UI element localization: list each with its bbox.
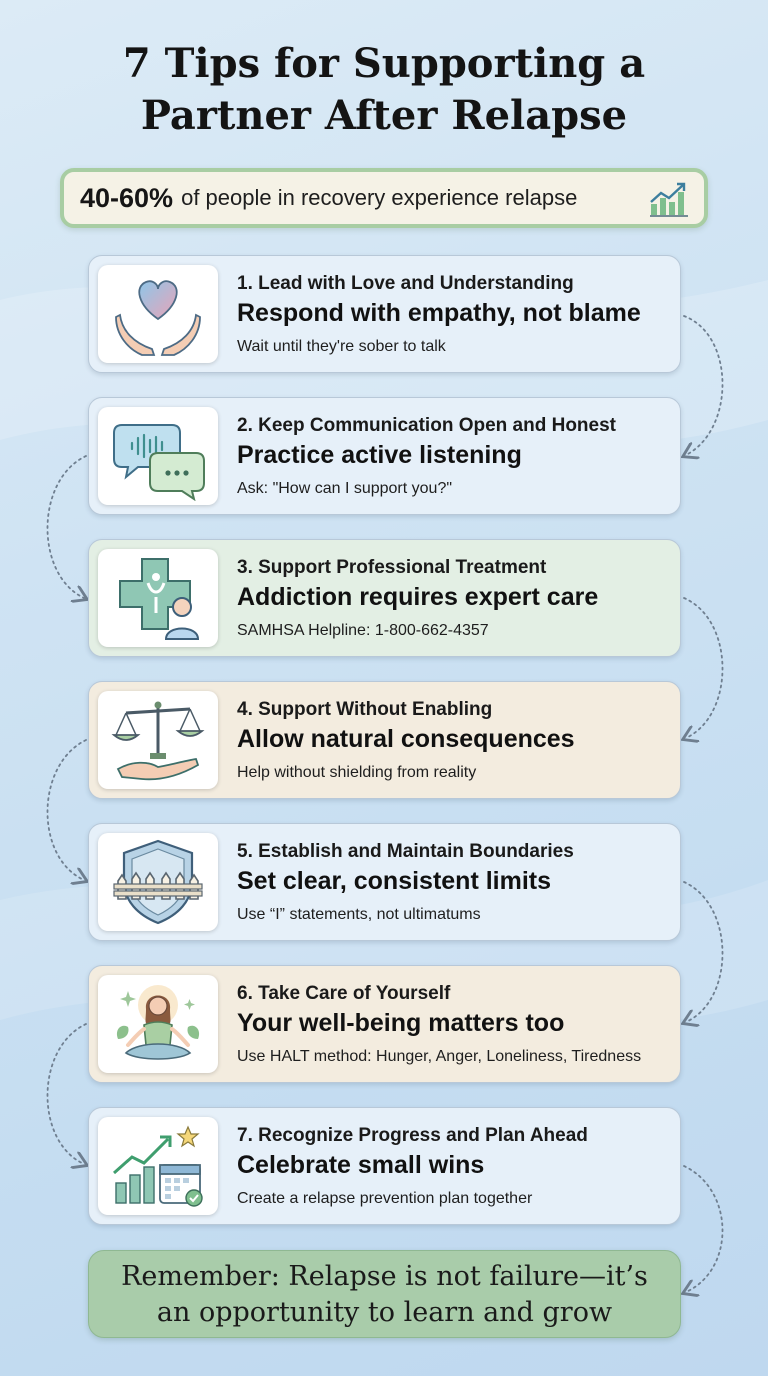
tip-main-text: Celebrate small wins	[237, 1151, 485, 1179]
tip-subtext: Wait until they're sober to talk	[237, 338, 446, 355]
tip-subtext: Use “I” statements, not ultimatums	[237, 906, 481, 923]
tip-icon-box	[98, 833, 218, 931]
stat-value: 40-60%	[80, 182, 174, 213]
heart-hands-icon	[115, 280, 201, 356]
tip-main-text: Practice active listening	[237, 441, 522, 469]
connector-3-4	[684, 597, 724, 738]
connector-7-footer	[684, 1165, 724, 1292]
tip-main-text: Respond with empathy, not blame	[237, 299, 641, 327]
tip-icon-box	[98, 265, 218, 363]
tip-card-5: 5. Establish and Maintain Boundaries Set…	[88, 823, 681, 941]
meditation-icon	[116, 985, 200, 1060]
reminder-line-1: Remember: Relapse is not failure—it’s	[121, 1261, 648, 1292]
shield-fence-icon	[113, 839, 203, 925]
tip-card-4: 4. Support Without Enabling Allow natura…	[88, 681, 681, 799]
balance-scale-icon	[111, 701, 205, 781]
connector-6-7	[46, 1023, 86, 1164]
tip-card-6: 6. Take Care of Yourself Your well-being…	[88, 965, 681, 1083]
tip-icon-box	[98, 407, 218, 505]
tip-subtext: Use HALT method: Hunger, Anger, Loneline…	[237, 1048, 642, 1065]
reminder-line-2: an opportunity to learn and grow	[156, 1297, 613, 1328]
connector-5-6	[684, 881, 724, 1022]
connector-2-3	[46, 455, 86, 598]
tip-subtext: SAMHSA Helpline: 1-800-662-4357	[237, 622, 489, 639]
connector-1-2	[684, 315, 724, 455]
tip-heading: 7. Recognize Progress and Plan Ahead	[237, 1125, 588, 1146]
tip-heading: 1. Lead with Love and Understanding	[237, 273, 574, 294]
tip-subtext: Ask: "How can I support you?"	[237, 480, 453, 497]
page-title: 7 Tips for Supporting a Partner After Re…	[0, 38, 768, 142]
reminder-banner: Remember: Relapse is not failure—it’s an…	[88, 1250, 681, 1338]
trend-chart-icon	[650, 182, 688, 217]
tip-subtext: Help without shielding from reality	[237, 764, 477, 781]
tip-icon-box	[98, 691, 218, 789]
progress-calendar-icon	[113, 1125, 203, 1207]
tip-card-7: 7. Recognize Progress and Plan Ahead Cel…	[88, 1107, 681, 1225]
tip-card-2: 2. Keep Communication Open and Honest Pr…	[88, 397, 681, 515]
tip-main-text: Allow natural consequences	[237, 725, 575, 753]
tip-icon-box	[98, 975, 218, 1073]
speech-bubbles-icon	[113, 424, 205, 501]
stat-text: of people in recovery experience relapse	[181, 185, 578, 210]
tip-heading: 3. Support Professional Treatment	[237, 557, 547, 578]
stat-banner: 40-60% of people in recovery experience …	[60, 168, 708, 228]
tip-subtext: Create a relapse prevention plan togethe…	[237, 1190, 533, 1207]
tip-icon-box	[98, 549, 218, 647]
tip-main-text: Your well-being matters too	[237, 1009, 565, 1037]
tip-heading: 2. Keep Communication Open and Honest	[237, 415, 616, 436]
connector-4-5	[46, 739, 86, 880]
tip-main-text: Addiction requires expert care	[237, 583, 599, 611]
tip-heading: 6. Take Care of Yourself	[237, 983, 451, 1004]
tip-card-3: 3. Support Professional Treatment Addict…	[88, 539, 681, 657]
tip-heading: 4. Support Without Enabling	[237, 699, 493, 720]
tip-icon-box	[98, 1117, 218, 1215]
tip-heading: 5. Establish and Maintain Boundaries	[237, 841, 574, 862]
title-line-1: 7 Tips for Supporting a	[122, 40, 646, 87]
tip-card-1: 1. Lead with Love and Understanding Resp…	[88, 255, 681, 373]
medical-cross-icon	[119, 558, 200, 640]
title-line-2: Partner After Relapse	[140, 92, 628, 139]
tip-main-text: Set clear, consistent limits	[237, 867, 552, 895]
